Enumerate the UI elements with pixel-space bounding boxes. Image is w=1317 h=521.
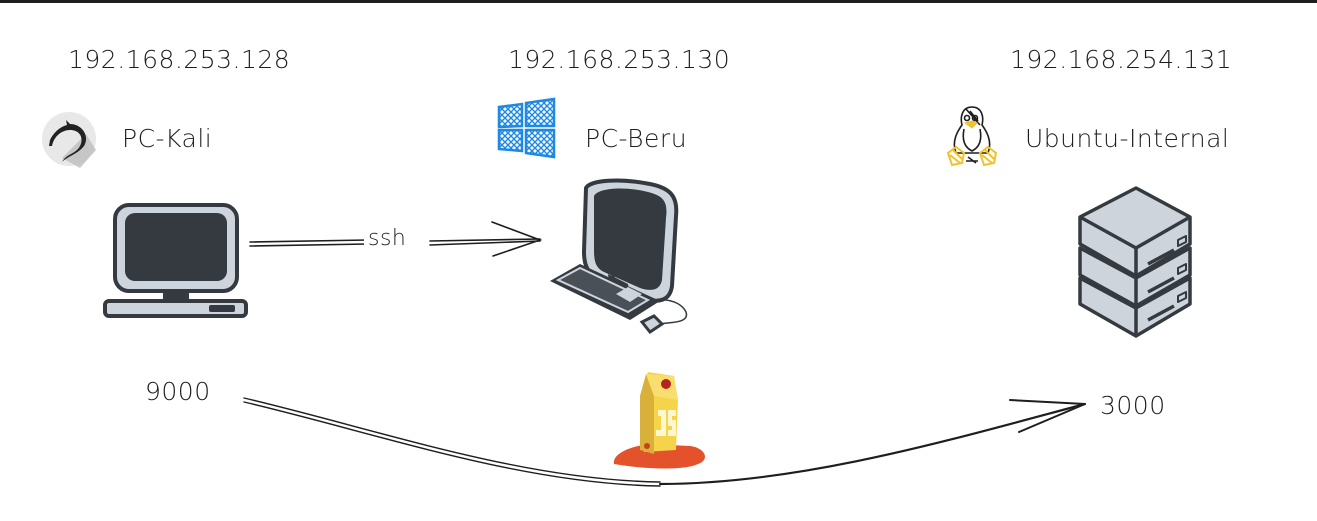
host-label-pc-kali: PC-Kali <box>122 124 213 153</box>
ssh-label: ssh <box>364 226 411 251</box>
top-border <box>0 0 1317 3</box>
ssh-line-right <box>429 238 541 242</box>
ip-label-pc-kali: 192.168.253.128 <box>68 45 291 74</box>
tunnel-arrowhead <box>1009 399 1086 433</box>
ip-label-pc-beru: 192.168.253.130 <box>508 45 731 74</box>
port-label-3000: 3000 <box>1100 391 1166 420</box>
host-label-pc-beru: PC-Beru <box>585 124 688 153</box>
server-stack-icon <box>1078 186 1192 338</box>
port-label-9000: 9000 <box>145 377 211 406</box>
javascript-carton-icon <box>613 372 705 469</box>
kali-dragon-icon <box>42 112 96 168</box>
tunnel-line-left <box>243 397 661 483</box>
ssh-line-left <box>249 239 369 243</box>
tunnel-line-right <box>658 402 1087 486</box>
workstation-computer-icon <box>550 178 688 335</box>
desktop-computer-icon <box>103 203 248 318</box>
host-label-ubuntu-internal: Ubuntu-Internal <box>1025 124 1230 153</box>
ip-label-ubuntu-internal: 192.168.254.131 <box>1010 45 1233 74</box>
ssh-arrowhead <box>491 221 543 257</box>
linux-tux-icon <box>946 106 998 167</box>
windows-logo-icon <box>497 97 556 159</box>
